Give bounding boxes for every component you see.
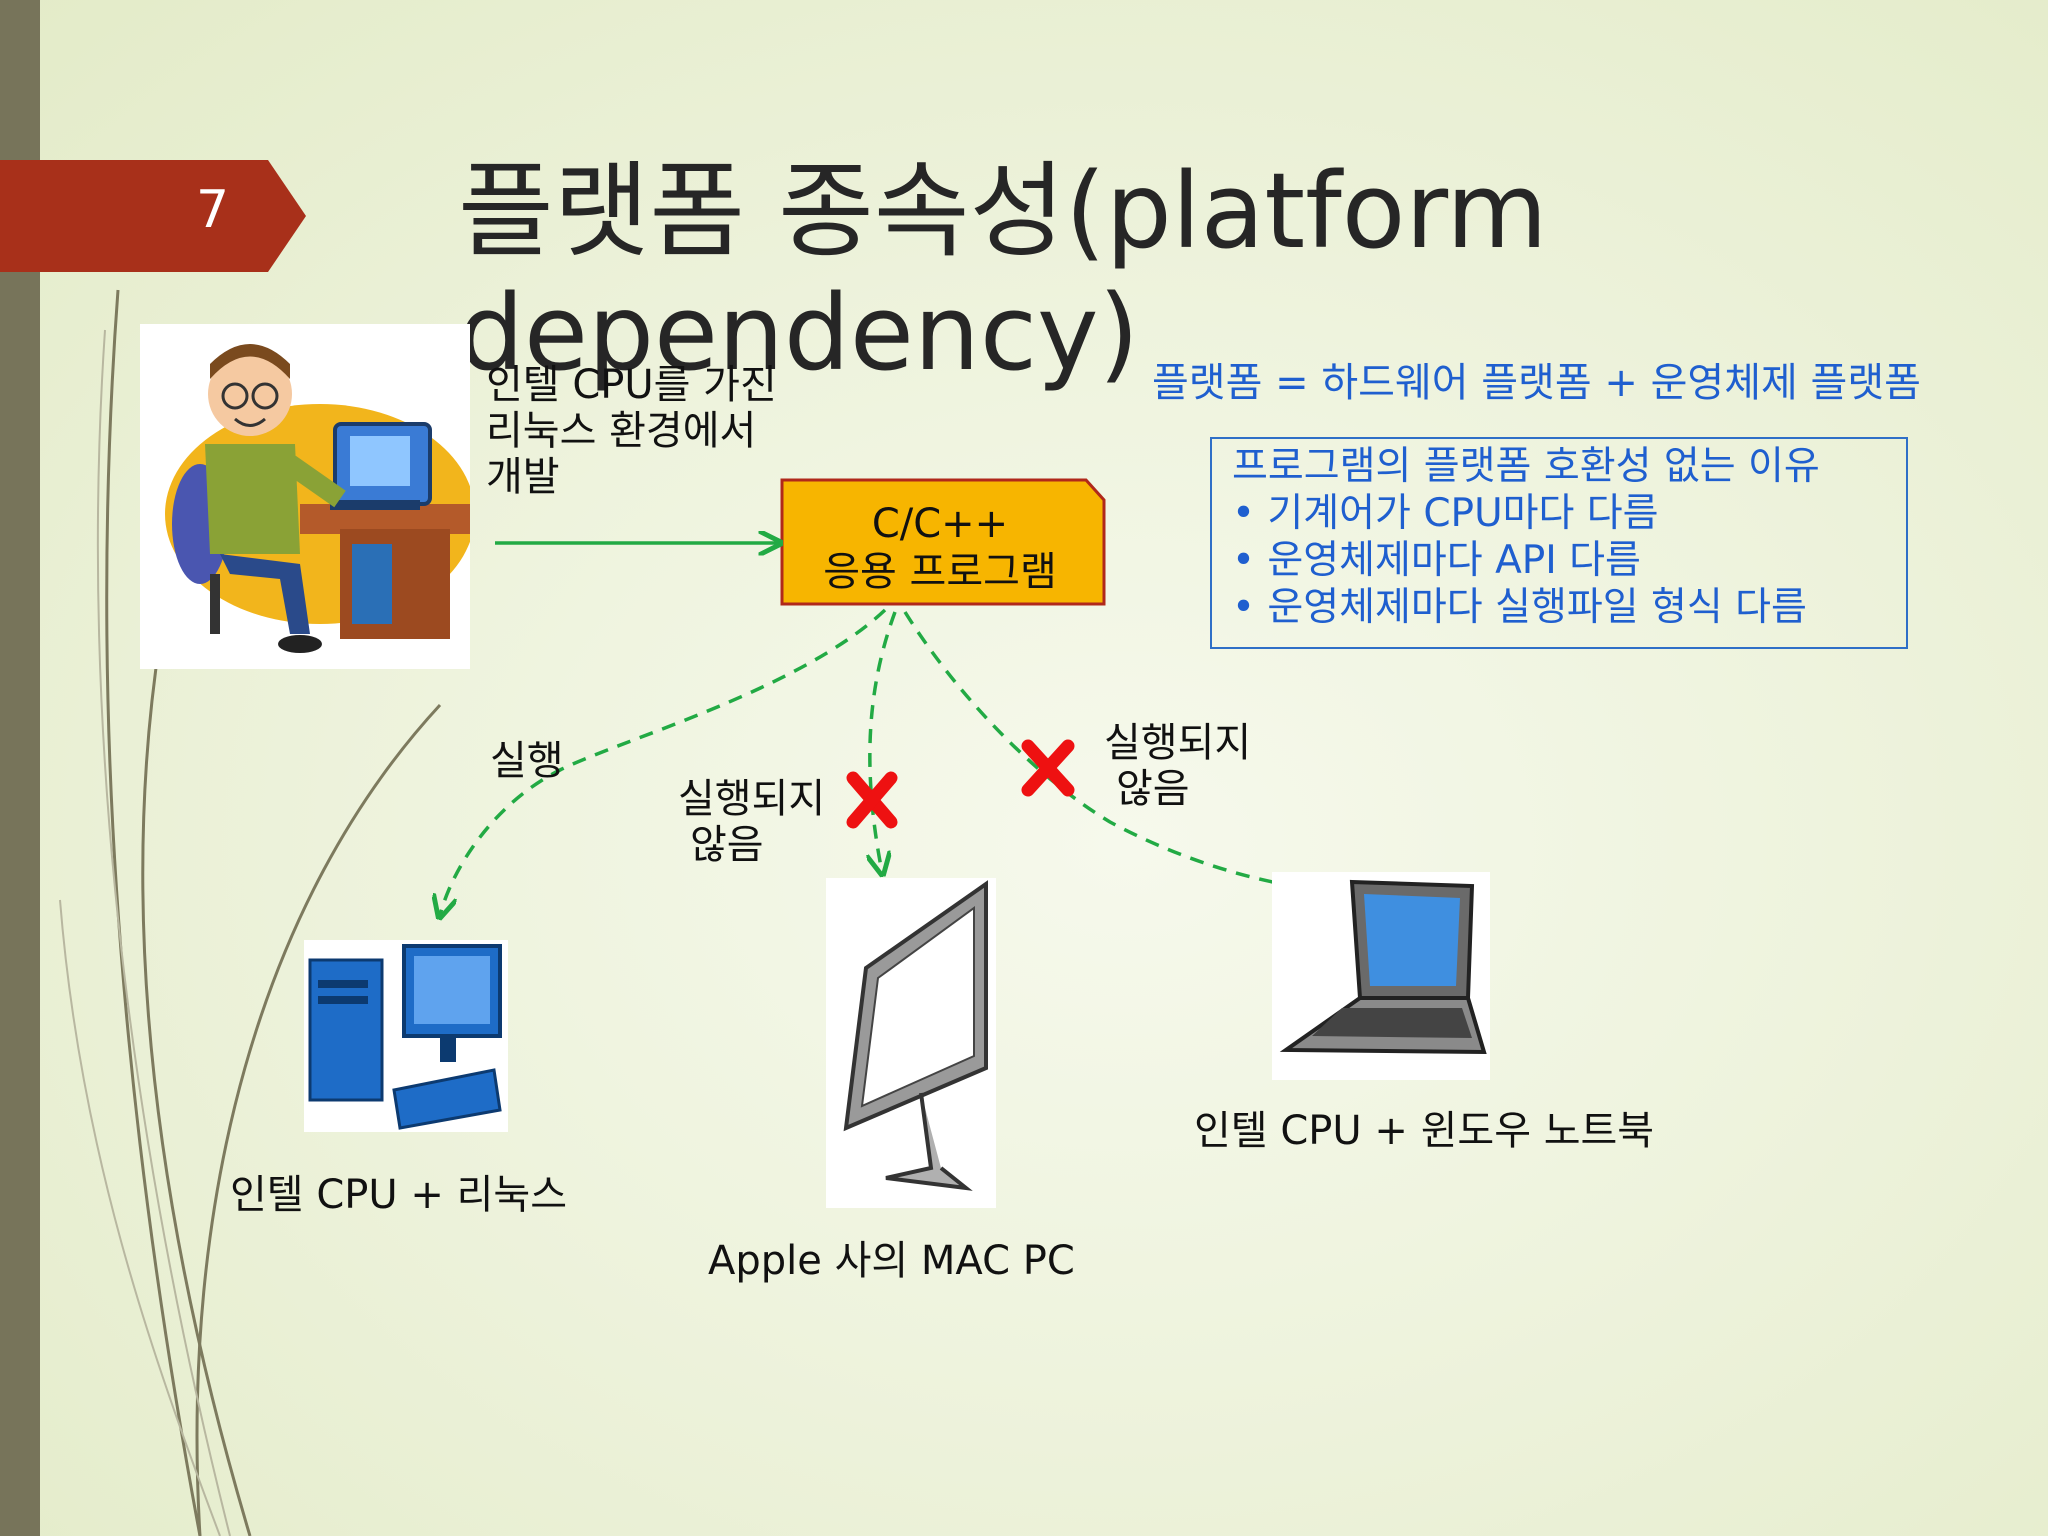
edge-label-mac: 실행되지 않음	[678, 776, 825, 868]
reason-item: 운영체제마다 API 다름	[1232, 537, 1896, 584]
reason-item: 기계어가 CPU마다 다름	[1232, 490, 1896, 537]
program-label-line2: 응용 프로그램	[823, 549, 1057, 595]
imac-monitor-icon	[826, 878, 996, 1208]
arrow-to-windows	[903, 611, 1357, 893]
target-label-mac: Apple 사의 MAC PC	[708, 1238, 1075, 1284]
developer-description-line: 리눅스 환경에서	[486, 408, 757, 454]
red-x-icon	[846, 771, 898, 829]
developer-illustration	[140, 324, 475, 669]
target-label-windows: 인텔 CPU + 윈도우 노트북	[1194, 1108, 1655, 1154]
program-box	[780, 478, 1106, 606]
laptop-icon	[1272, 872, 1490, 1080]
platform-formula: 플랫폼 = 하드웨어 플랫폼 + 운영체제 플랫폼	[1152, 360, 1921, 406]
reasons-heading: 프로그램의 플랫폼 호환성 없는 이유	[1232, 444, 1820, 489]
arrow-to-mac	[870, 611, 897, 872]
edge-label-mac-line: 않음	[690, 822, 764, 868]
reasons-box: 프로그램의 플랫폼 호환성 없는 이유 기계어가 CPU마다 다름 운영체제마다…	[1210, 437, 1908, 649]
developer-description: 인텔 CPU를 가진 리눅스 환경에서 개발	[486, 362, 777, 500]
arrow-to-linux	[440, 608, 887, 915]
program-label-line1: C/C++	[871, 501, 1009, 547]
target-label-linux: 인텔 CPU + 리눅스	[230, 1172, 567, 1218]
edge-label-windows-line: 실행되지	[1104, 720, 1252, 766]
edge-label-run: 실행	[490, 738, 564, 784]
edge-label-windows: 실행되지 않음	[1104, 720, 1251, 812]
red-x-icon	[1021, 739, 1075, 797]
program-label: C/C++ 응용 프로그램	[780, 500, 1100, 596]
reason-item: 운영체제마다 실행파일 형식 다름	[1232, 584, 1896, 631]
developer-description-line: 인텔 CPU를 가진	[486, 362, 777, 408]
desktop-pc-icon	[304, 940, 508, 1132]
page-title: 플랫폼 종속성(platform dependency)	[458, 150, 1548, 394]
edge-label-mac-line: 실행되지	[678, 776, 826, 822]
edge-label-windows-line: 않음	[1116, 766, 1190, 812]
slide-number: 7	[196, 180, 230, 240]
developer-description-line: 개발	[486, 454, 560, 500]
slide-number-tab	[0, 160, 306, 272]
